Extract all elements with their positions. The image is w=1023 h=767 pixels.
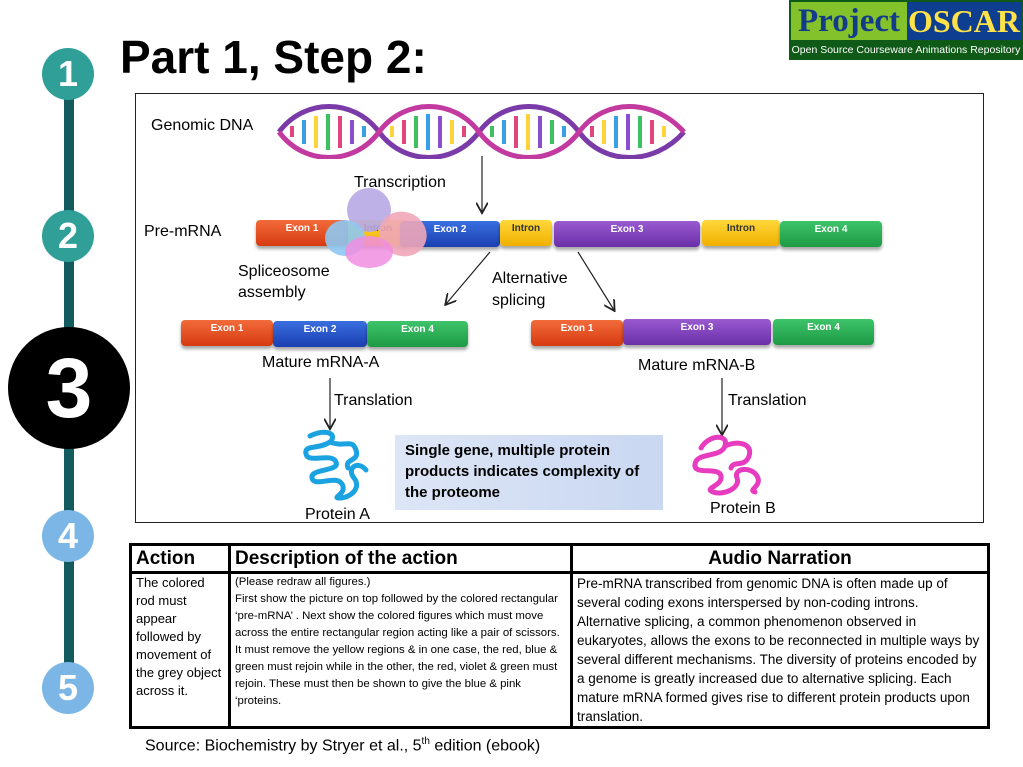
project-oscar-logo: Project OSCAR Open Source Courseware Ani… [789,0,1023,60]
step-4-indicator[interactable]: 4 [42,510,94,562]
protein-a-icon [303,429,369,501]
description-note: (Please redraw all figures.) [235,576,371,588]
narration-cell: Pre-mRNA transcribed from genomic DNA is… [570,571,990,729]
protein-b-icon [692,434,761,496]
header-description: Description of the action [228,543,573,574]
step-5-indicator[interactable]: 5 [42,662,94,714]
action-table: Action Description of the action Audio N… [129,543,990,729]
step-1-label: 1 [57,53,79,94]
alternative-splicing-label-line1: Alternative [492,270,568,287]
description-body: First show the picture on top followed b… [235,593,560,707]
arrows-layer [136,156,983,522]
header-action: Action [129,543,231,574]
logo-tagline: Open Source Courseware Animations Reposi… [791,44,1021,56]
spliceosome-label-line1: Spliceosome [238,263,330,280]
pre-mrna-intron-3: Intron [702,220,780,246]
mature-b-exon-3: Exon 3 [623,319,771,345]
source-citation: Source: Biochemistry by Stryer et al., 5… [145,736,540,755]
step-2-indicator[interactable]: 2 [42,210,94,262]
translation-label-b: Translation [728,392,807,409]
step-5-label: 5 [57,667,79,708]
mature-a-exon-1: Exon 1 [181,320,273,346]
transcription-label: Transcription [354,174,446,191]
pre-mrna-exon-3: Exon 3 [554,221,700,247]
protein-b-label: Protein B [710,500,776,517]
source-superscript: th [421,736,430,747]
header-audio-narration: Audio Narration [570,543,990,574]
source-suffix: edition (ebook) [429,737,541,755]
translation-label-a: Translation [334,392,413,409]
pre-mrna-label: Pre-mRNA [144,223,222,240]
step-3-label: 3 [45,340,93,435]
step-3-indicator-current[interactable]: 3 [8,327,130,449]
page-title: Part 1, Step 2: [120,31,427,83]
source-prefix: Source: Biochemistry by Stryer et al., 5 [145,737,422,755]
pre-mrna-exon-4: Exon 4 [780,221,882,247]
mature-a-exon-4: Exon 4 [367,321,468,347]
step-2-label: 2 [57,215,79,256]
mature-b-exon-4: Exon 4 [773,319,874,345]
logo-word-project: Project [791,2,907,40]
mature-b-exon-1: Exon 1 [531,320,623,346]
dna-helix-icon [276,104,686,159]
protein-a-label: Protein A [305,506,370,523]
alternative-splicing-label-line2: splicing [492,292,546,309]
logo-word-oscar: OSCAR [907,2,1021,40]
genomic-dna-label: Genomic DNA [151,117,254,134]
pre-mrna-intron-2: Intron [500,220,552,246]
description-cell: (Please redraw all figures.) First show … [228,571,573,729]
proteome-callout: Single gene, multiple protein products i… [395,435,663,510]
mature-mrna-b-label: Mature mRNA-B [638,357,756,374]
action-cell: The colored rod must appear followed by … [129,571,231,729]
spliceosome-label-line2: assembly [238,284,306,301]
mature-mrna-a-label: Mature mRNA-A [262,354,380,371]
step-1-indicator[interactable]: 1 [42,48,94,100]
mature-a-exon-2: Exon 2 [273,321,367,347]
step-4-label: 4 [57,515,79,556]
spliceosome-icon [325,188,427,268]
